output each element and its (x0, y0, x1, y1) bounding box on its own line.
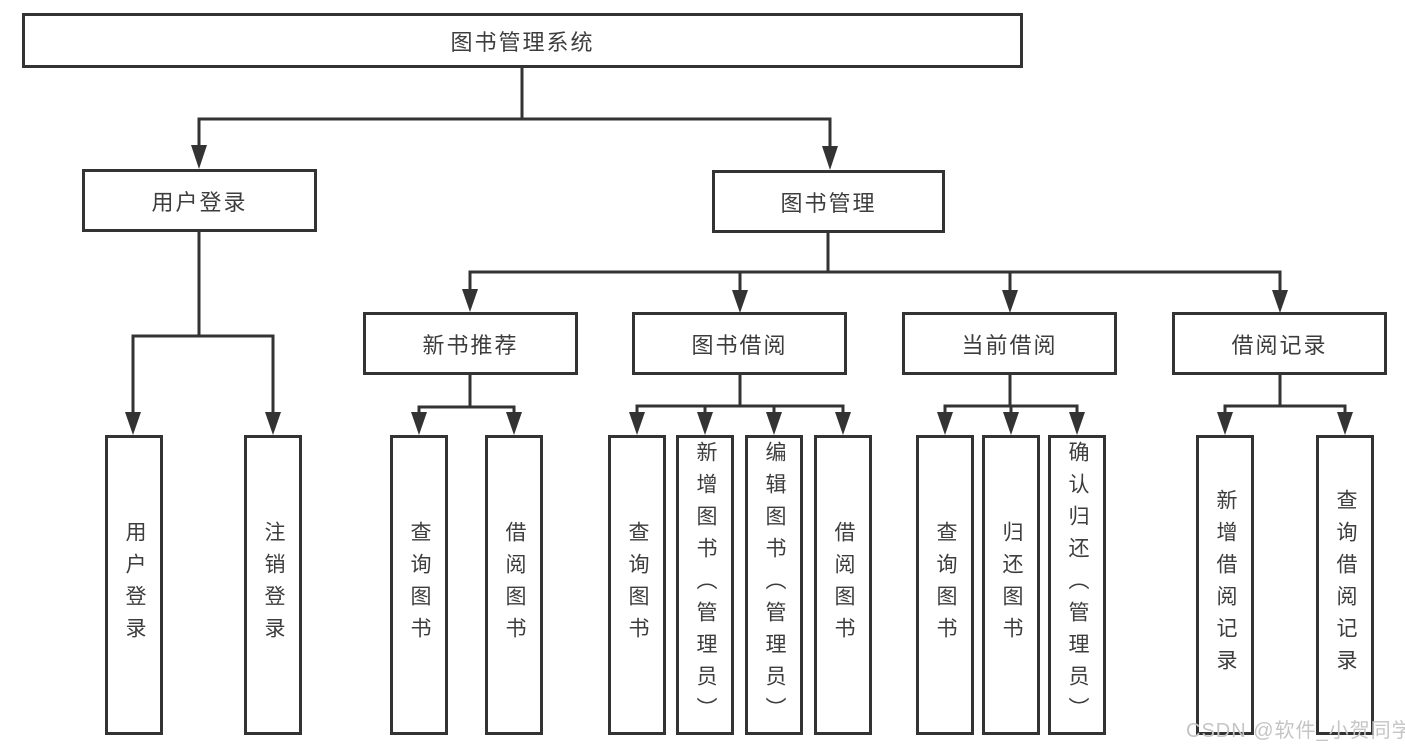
node-book-borrowing: 图书借阅 (632, 312, 847, 375)
leaf-cb-confirm-return-admin: 确认归还（管理员） (1048, 435, 1106, 735)
node-label: 借阅图书 (832, 521, 855, 649)
node-label: 注销登录 (262, 521, 285, 649)
node-label: 用户登录 (151, 189, 248, 215)
node-library-management-system: 图书管理系统 (22, 13, 1023, 68)
node-label: 查询图书 (408, 521, 431, 649)
leaf-cb-return-books: 归还图书 (982, 435, 1040, 735)
node-label: 图书管理系统 (450, 29, 595, 55)
node-label: 图书借阅 (691, 332, 788, 358)
node-new-book-recommend: 新书推荐 (363, 312, 578, 375)
leaf-bb-edit-books-admin: 编辑图书（管理员） (745, 435, 803, 735)
node-label: 归还图书 (1000, 521, 1023, 649)
node-label: 确认归还（管理员） (1066, 441, 1089, 729)
node-user-login: 用户登录 (82, 169, 317, 232)
node-label: 当前借阅 (961, 332, 1058, 358)
node-label: 新书推荐 (422, 332, 519, 358)
node-label: 借阅记录 (1231, 332, 1328, 358)
leaf-bb-query-books: 查询图书 (608, 435, 666, 735)
leaf-bb-add-books-admin: 新增图书（管理员） (676, 435, 734, 735)
node-label: 新增图书（管理员） (694, 441, 717, 729)
node-label: 查询借阅记录 (1334, 489, 1357, 681)
node-book-management: 图书管理 (712, 170, 945, 233)
node-label: 查询图书 (934, 521, 957, 649)
node-label: 借阅图书 (503, 521, 526, 649)
csdn-watermark: CSDN @软件_小贺同学 (1186, 720, 1405, 742)
leaf-cb-query-books: 查询图书 (916, 435, 974, 735)
leaf-user-login: 用户登录 (105, 435, 163, 735)
node-label: 用户登录 (123, 521, 146, 649)
leaf-nbr-query-books: 查询图书 (390, 435, 448, 735)
node-label: 图书管理 (780, 190, 877, 216)
leaf-logout: 注销登录 (244, 435, 302, 735)
leaf-br-query-record: 查询借阅记录 (1316, 435, 1374, 735)
node-label: 编辑图书（管理员） (763, 441, 786, 729)
node-current-borrowing: 当前借阅 (902, 312, 1117, 375)
leaf-nbr-borrow-books: 借阅图书 (485, 435, 543, 735)
node-label: 查询图书 (626, 521, 649, 649)
node-label: 新增借阅记录 (1214, 489, 1237, 681)
leaf-bb-borrow-books: 借阅图书 (814, 435, 872, 735)
node-borrow-records: 借阅记录 (1172, 312, 1387, 375)
leaf-br-add-record: 新增借阅记录 (1196, 435, 1254, 735)
